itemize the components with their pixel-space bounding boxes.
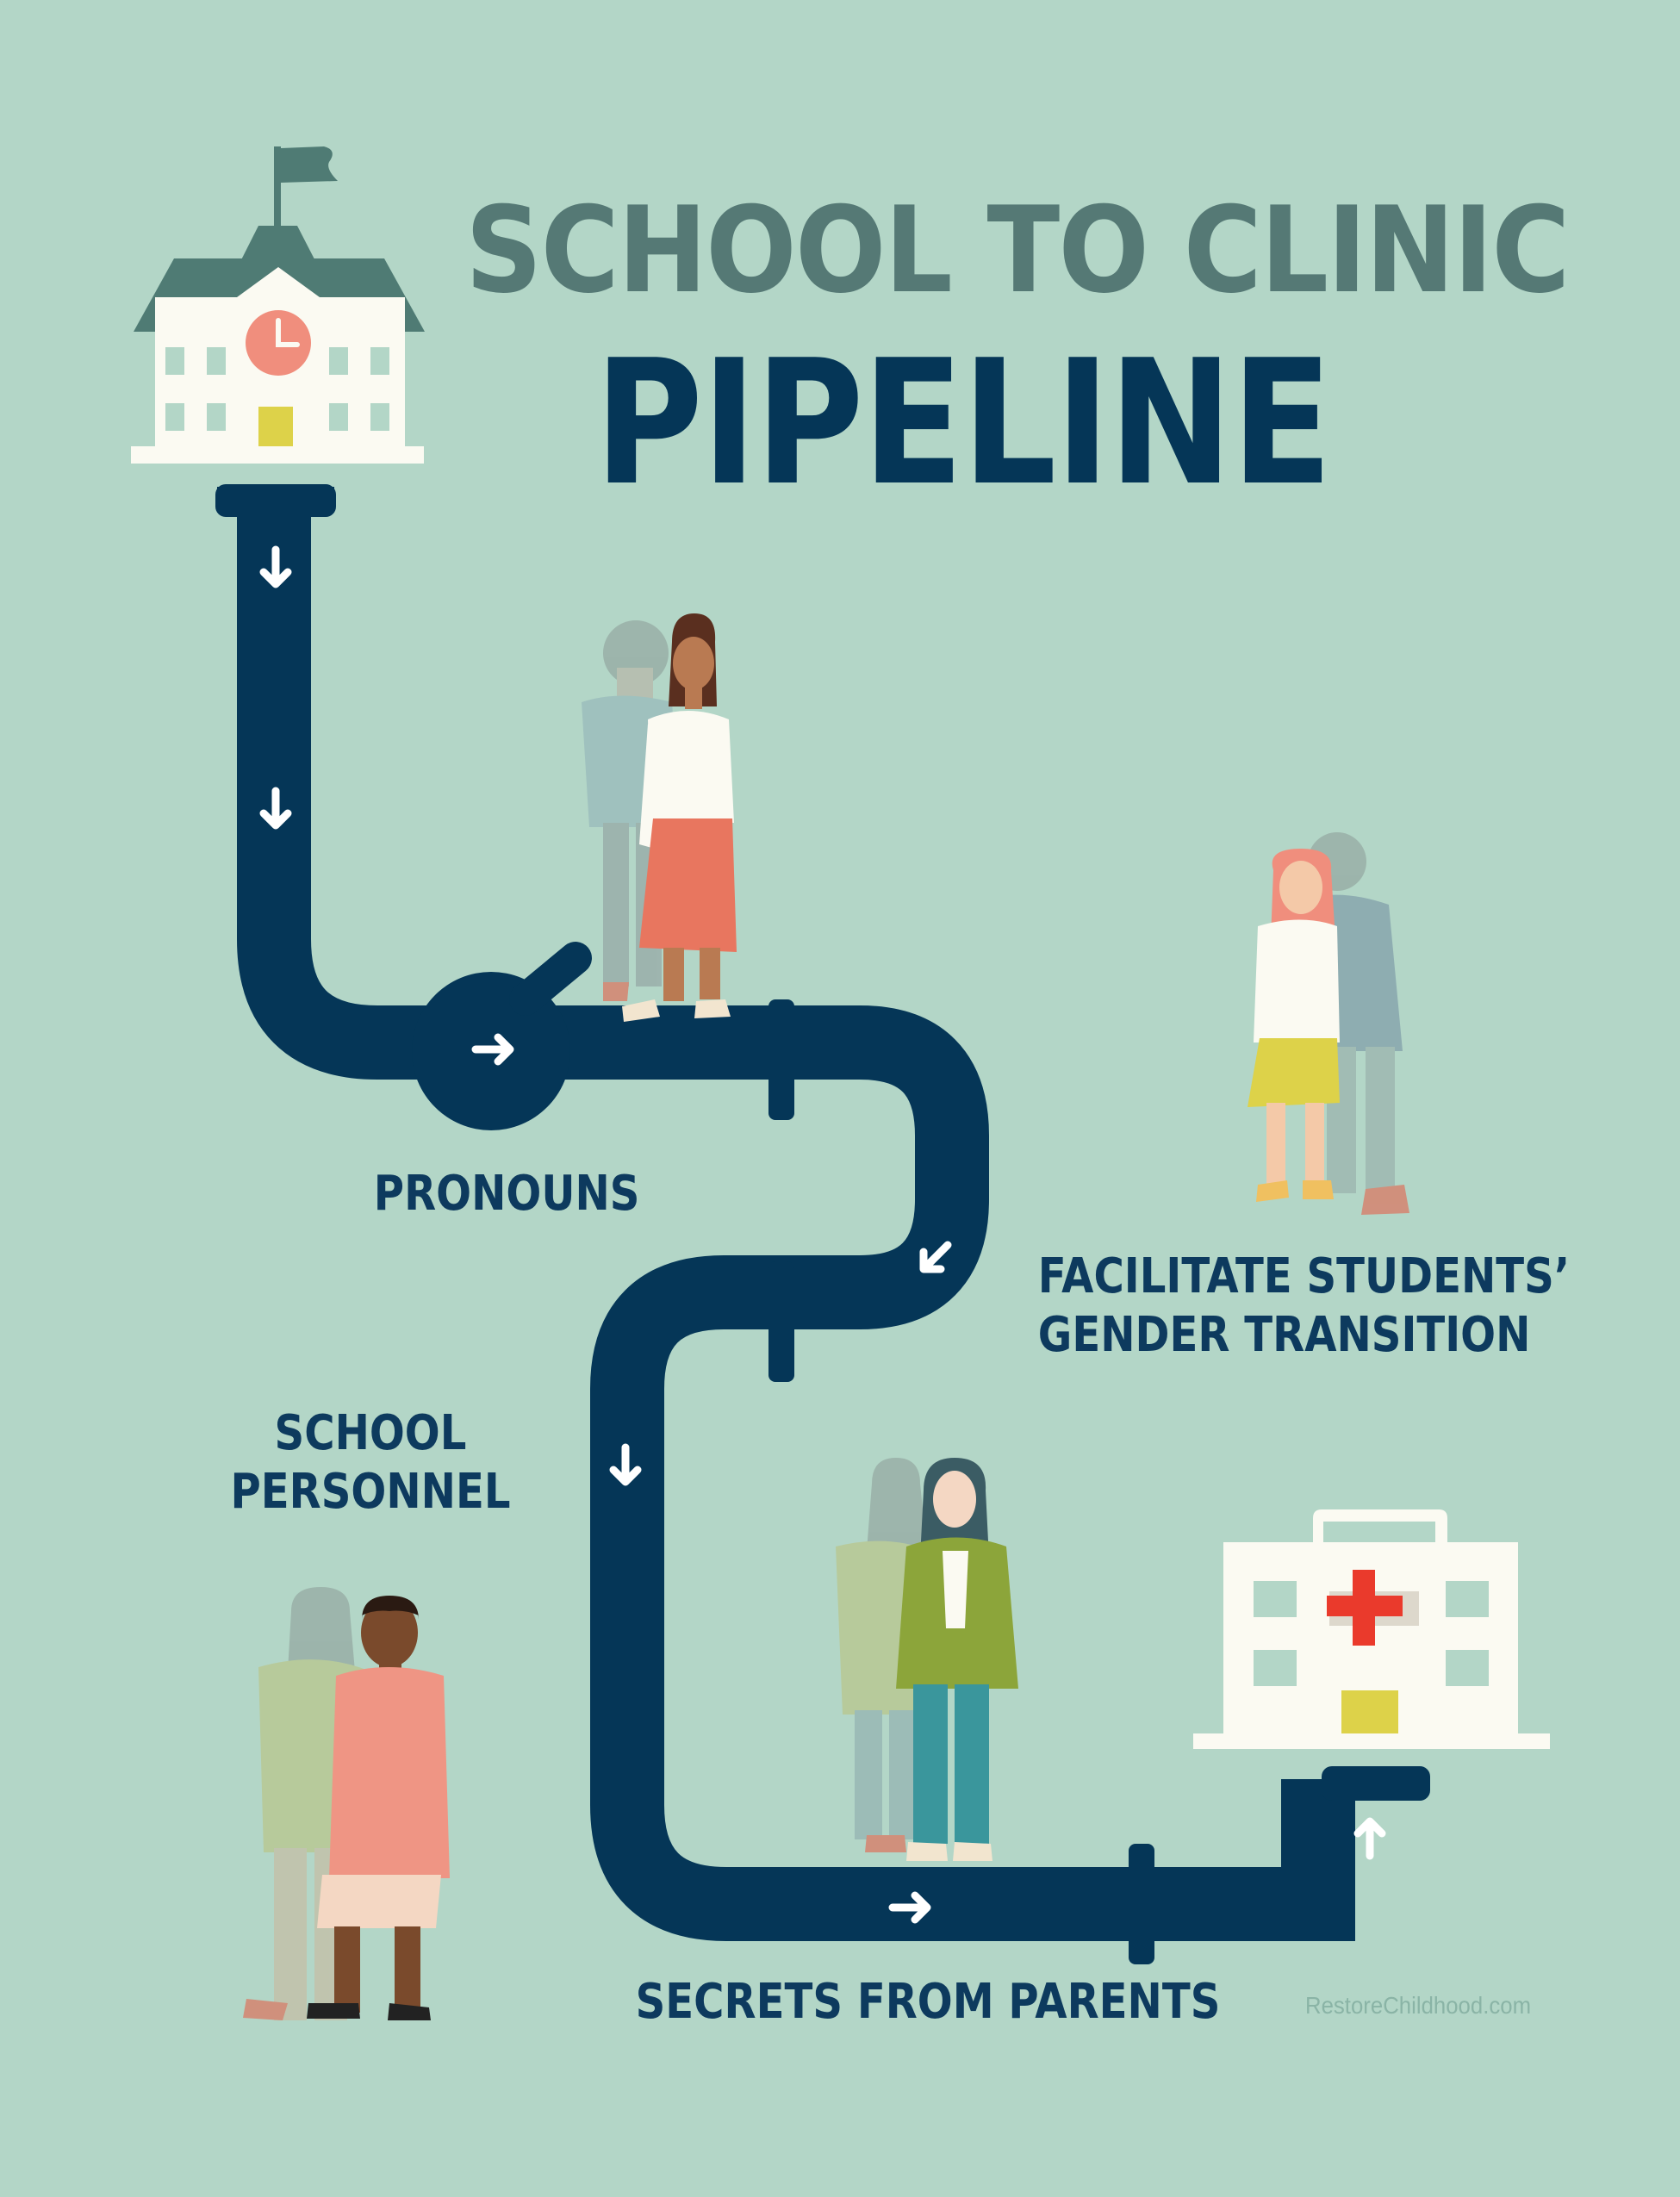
students-group-2 xyxy=(1248,832,1409,1215)
clinic-building-icon xyxy=(1193,1509,1550,1749)
school-personnel-group xyxy=(243,1587,450,2020)
school-building-icon xyxy=(131,146,425,464)
label-facilitate-line2: GENDER TRANSITION xyxy=(1037,1307,1531,1363)
title-line-1: SCHOOL TO CLINIC xyxy=(465,181,1570,320)
arrow-icon xyxy=(259,545,1386,1924)
pipeline xyxy=(215,484,1430,1964)
title-line-2: PIPELINE xyxy=(594,323,1333,524)
label-facilitate-line1: FACILITATE STUDENTS’ xyxy=(1037,1248,1571,1304)
label-personnel-line1: SCHOOL xyxy=(274,1405,467,1461)
label-personnel-line2: PERSONNEL xyxy=(230,1464,511,1520)
watermark: RestoreChildhood.com xyxy=(1305,1992,1532,2019)
label-facilitate-transition: FACILITATE STUDENTS’GENDER TRANSITION xyxy=(1038,1248,1570,1365)
label-secrets-from-parents: SECRETS FROM PARENTS xyxy=(635,1974,1221,2030)
students-group-1 xyxy=(582,613,737,1022)
label-pronouns: PRONOUNS xyxy=(373,1166,640,1222)
students-group-3 xyxy=(836,1458,1018,1861)
